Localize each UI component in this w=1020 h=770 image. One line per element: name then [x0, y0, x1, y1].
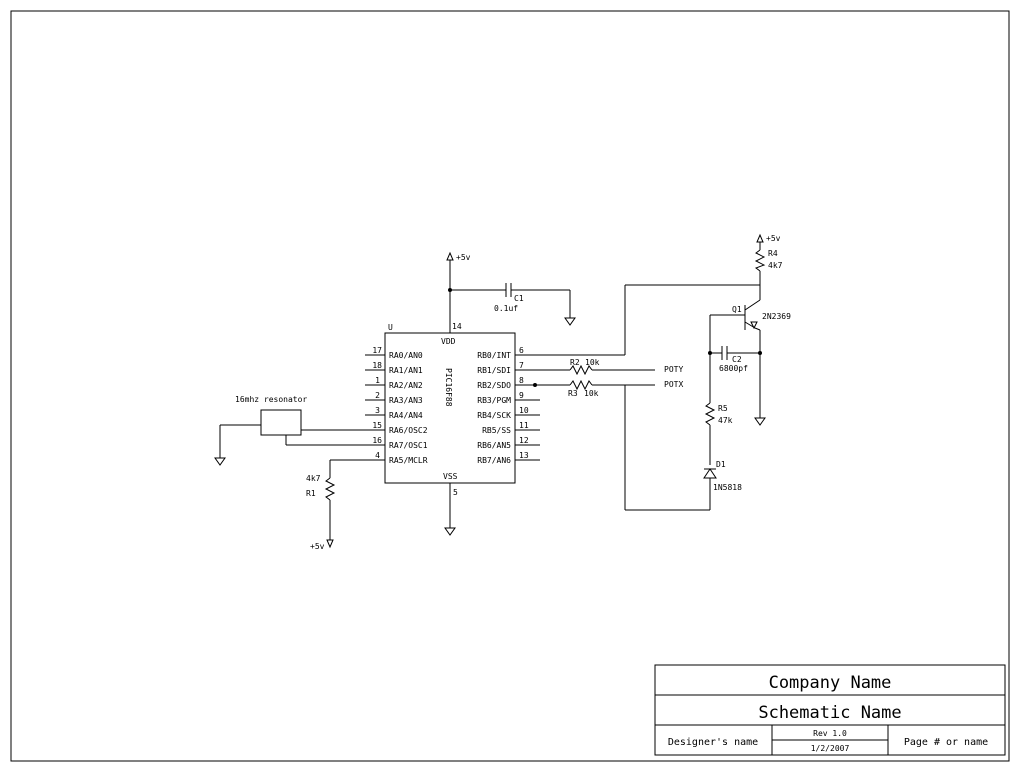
potx-label: POTX	[664, 380, 683, 389]
discharge-circuit: +5v R4 4k7 Q1 2N2369 C2 6800pf R5 47k	[540, 233, 791, 511]
ground-icon	[444, 527, 456, 536]
resistor-r3	[569, 379, 593, 391]
vcc-label: +5v	[766, 234, 781, 243]
ic-vss-label: VSS	[443, 472, 458, 481]
r5-value: 47k	[718, 416, 733, 425]
r1-mclr-pullup: 4k7 R1 +5v	[306, 459, 365, 551]
pin-name: RA2/AN2	[389, 381, 423, 390]
pot-resistors: R2 10k POTY R3 10k POTX	[533, 358, 683, 398]
diode-d1	[703, 468, 717, 479]
power-arrow-icon	[446, 251, 454, 261]
vcc-label: +5v	[456, 253, 471, 262]
pin-name: RB1/SDI	[477, 366, 511, 375]
pin-name: RB0/INT	[477, 351, 511, 360]
r3-ref: R3	[568, 389, 578, 398]
power-arrow-icon	[756, 233, 764, 243]
ic-left-pins: RA0/AN0 RA1/AN1 RA2/AN2 RA3/AN3 RA4/AN4 …	[365, 346, 428, 465]
ground-icon	[214, 457, 226, 466]
vdd-supply-c1: +5v C1 0.1uf	[446, 251, 576, 326]
d1-value: 1N5818	[713, 483, 742, 492]
pin-name: RA6/OSC2	[389, 426, 428, 435]
c1-value: 0.1uf	[494, 304, 518, 313]
title-block: Company Name Schematic Name Designer's n…	[654, 664, 1006, 756]
resonator: 16mhz resonator	[214, 395, 365, 466]
junction-dot	[533, 383, 537, 387]
d1-ref: D1	[716, 460, 726, 469]
power-arrow-icon	[326, 539, 334, 549]
ic-right-pins: RB0/INT RB1/SDI RB2/SDO RB3/PGM RB4/SCK …	[477, 346, 540, 465]
pin-number: 17	[372, 346, 382, 355]
resistor-r1	[324, 477, 336, 501]
resistor-r4	[754, 249, 766, 272]
r4-ref: R4	[768, 249, 778, 258]
transistor-emitter-arrow	[750, 321, 758, 330]
company-name: Company Name	[769, 673, 892, 693]
revision: Rev 1.0	[813, 729, 847, 738]
r2-value: 10k	[585, 358, 600, 367]
pin-number: 1	[375, 376, 380, 385]
resonator-label: 16mhz resonator	[235, 395, 307, 404]
pin-name: RA5/MCLR	[389, 456, 428, 465]
pin-number: 15	[372, 421, 382, 430]
resonator-body	[260, 409, 302, 436]
pin-name: RA4/AN4	[389, 411, 423, 420]
c1-ref: C1	[514, 294, 524, 303]
date: 1/2/2007	[811, 744, 850, 753]
pin-number: 12	[519, 436, 529, 445]
title-block-frame	[654, 664, 1006, 756]
pin-name: RA1/AN1	[389, 366, 423, 375]
pin-name: RB5/SS	[482, 426, 511, 435]
q1-ref: Q1	[732, 305, 742, 314]
r5-ref: R5	[718, 404, 728, 413]
q1-value: 2N2369	[762, 312, 791, 321]
pin-number: 10	[519, 406, 529, 415]
pin-number: 13	[519, 451, 529, 460]
pin-number: 7	[519, 361, 524, 370]
pin-number: 16	[372, 436, 382, 445]
pin-number: 11	[519, 421, 529, 430]
sheet-border	[10, 10, 1010, 762]
page-name: Page # or name	[904, 737, 988, 748]
resistor-r5	[704, 402, 716, 426]
ground-icon	[564, 317, 576, 326]
poty-label: POTY	[664, 365, 683, 374]
pin-name: RB2/SDO	[477, 381, 511, 390]
pin-number: 4	[375, 451, 380, 460]
ic-part-name: PIC16F88	[444, 368, 453, 407]
pin-number: 6	[519, 346, 524, 355]
resistor-r2	[569, 364, 593, 376]
pin-name: RA0/AN0	[389, 351, 423, 360]
pin-number: 3	[375, 406, 380, 415]
pin-number: 8	[519, 376, 524, 385]
pin-name: RB6/AN5	[477, 441, 511, 450]
pin-number: 9	[519, 391, 524, 400]
ic-vdd-label: VDD	[441, 337, 456, 346]
pin-name: RB4/SCK	[477, 411, 511, 420]
pin-name: RA3/AN3	[389, 396, 423, 405]
pin-name: RB7/AN6	[477, 456, 511, 465]
designer-name: Designer's name	[668, 737, 758, 748]
r1-ref: R1	[306, 489, 316, 498]
ic-pic16f88: U VDD 14 VSS 5 PIC16F88 RA0/AN0 RA1/AN1 …	[365, 320, 540, 536]
pin-number: 2	[375, 391, 380, 400]
ic-vss-pin: 5	[453, 488, 458, 497]
vcc-label: +5v	[310, 542, 325, 551]
c2-value: 6800pf	[719, 364, 748, 373]
ic-vdd-pin: 14	[452, 322, 462, 331]
pin-name: RA7/OSC1	[389, 441, 428, 450]
pin-number: 18	[372, 361, 382, 370]
pin-name: RB3/PGM	[477, 396, 511, 405]
ground-icon	[754, 417, 766, 426]
schematic-name: Schematic Name	[758, 703, 901, 723]
ic-designator: U	[388, 323, 393, 332]
r2-ref: R2	[570, 358, 580, 367]
r4-value: 4k7	[768, 261, 783, 270]
r1-value: 4k7	[306, 474, 321, 483]
c2-ref: C2	[732, 355, 742, 364]
r3-value: 10k	[584, 389, 599, 398]
